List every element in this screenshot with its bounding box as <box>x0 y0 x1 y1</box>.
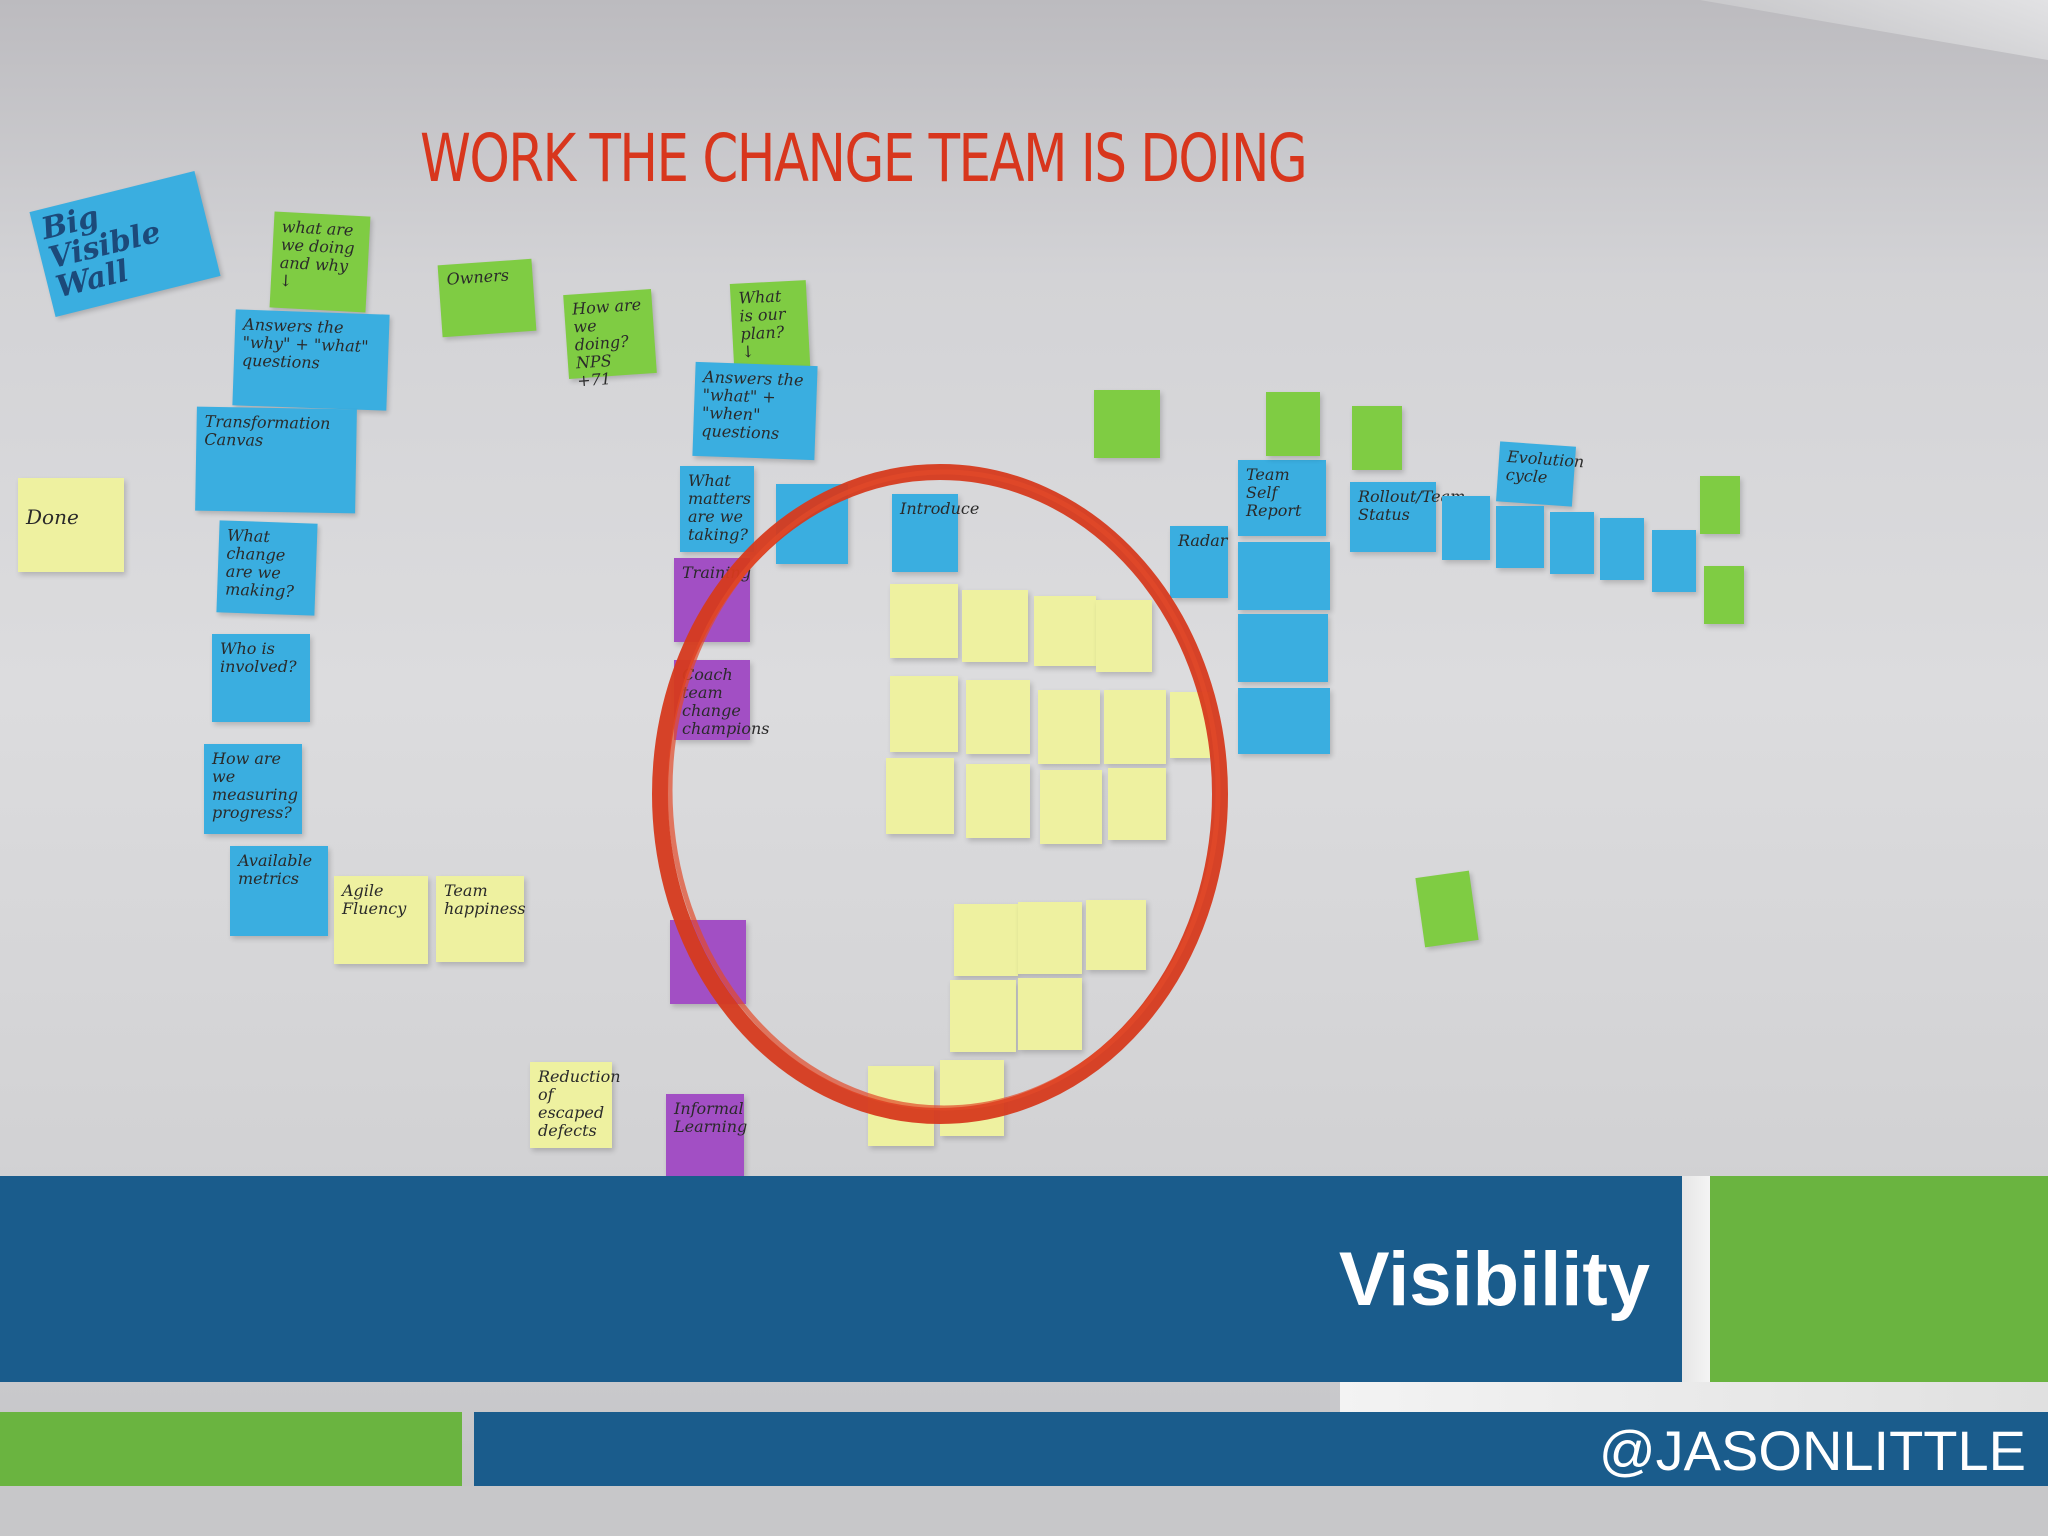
accent-square <box>1710 1176 2048 1382</box>
note-who-involved: Who is involved? <box>212 634 310 722</box>
headline: WORK THE CHANGE TEAM IS DOING <box>420 120 1308 197</box>
note-green-right-2 <box>1352 406 1402 470</box>
title-bar <box>0 1176 1682 1382</box>
note-evolution: Evolution cycle <box>1495 441 1585 507</box>
note-coach-change: Coach team change champions <box>674 660 769 740</box>
note-reduction-defects: Reduction of escaped defects <box>530 1062 621 1148</box>
desk-edge <box>1340 1382 2048 1412</box>
note-informal-learning: Informal Learning <box>666 1094 747 1176</box>
note-training: Training <box>674 558 751 642</box>
note-answers-what-when: Answers the "what" + "when" questions <box>692 361 818 461</box>
note-green-right-1 <box>1266 392 1320 456</box>
note-blue-r3 <box>1550 512 1594 574</box>
lower-accent-bar <box>0 1412 462 1486</box>
note-yellow-r2c3 <box>1038 690 1100 764</box>
note-yellow-r5c2 <box>1018 978 1082 1050</box>
note-radar-chart-2 <box>1238 614 1328 682</box>
note-yellow-r5c1 <box>950 980 1016 1052</box>
floor <box>0 1486 2048 1536</box>
note-owners: Owners <box>437 258 537 338</box>
note-yellow-r3c3 <box>1040 770 1102 844</box>
note-what-matters: What matters are we taking? <box>680 466 754 552</box>
note-yellow-r1c4 <box>1096 600 1152 672</box>
note-blue-r1 <box>1442 496 1490 560</box>
note-done: Done <box>18 478 124 572</box>
note-how-are-we-doing: How are we doing? NPS +71 <box>563 289 657 390</box>
note-radar-chart-1 <box>1238 542 1330 610</box>
note-yellow-r4c2 <box>1018 902 1082 974</box>
note-radar: Radar <box>1170 526 1228 598</box>
note-available-metrics: Available metrics <box>230 846 328 936</box>
note-green-lone <box>1415 870 1479 948</box>
note-transformation-canvas: Transformation Canvas <box>195 406 357 514</box>
note-yellow-r3c2 <box>966 764 1030 838</box>
note-blue-r2 <box>1496 506 1544 568</box>
note-yellow-r6c2 <box>940 1060 1004 1136</box>
note-what-are-we-doing: what are we doing and why ↓ <box>269 211 371 313</box>
note-yellow-r2c2 <box>966 680 1030 754</box>
note-what-change: What change are we making? <box>216 520 318 616</box>
note-answers-why-what: Answers the "why" + "what" questions <box>232 309 390 411</box>
note-team-self-report: Team Self Report <box>1238 460 1326 536</box>
note-what-is-our-plan: What is our plan? ↓ <box>729 280 811 370</box>
note-green-far-1 <box>1700 476 1740 534</box>
note-yellow-r1c1 <box>890 584 958 658</box>
handle-bar <box>474 1412 2048 1486</box>
note-rollout: Rollout/Team Status <box>1350 482 1465 552</box>
note-purple-3 <box>670 920 746 1004</box>
note-small-blue-1 <box>776 484 848 564</box>
note-yellow-r3c4 <box>1108 768 1166 840</box>
note-yellow-r4c3 <box>1086 900 1146 970</box>
note-green-mid <box>1094 390 1160 458</box>
note-blue-r5 <box>1652 530 1696 592</box>
note-yellow-r6c1 <box>868 1066 934 1146</box>
note-yellow-r2c4 <box>1104 690 1166 764</box>
note-yellow-r1c2 <box>962 590 1028 662</box>
note-yellow-r2c5 <box>1170 692 1210 758</box>
note-blue-r4 <box>1600 518 1644 580</box>
note-yellow-r3c1 <box>886 758 954 834</box>
note-how-measuring: How are we measuring progress? <box>204 744 302 834</box>
note-introduce: Introduce <box>892 494 979 572</box>
slide-title: Visibility <box>1338 1237 1650 1322</box>
note-yellow-r2c1 <box>890 676 958 752</box>
note-yellow-r1c3 <box>1034 596 1096 666</box>
author-handle: @JASONLITTLE <box>1598 1419 2026 1482</box>
note-agile-fluency: Agile Fluency <box>334 876 428 964</box>
background-photo-strip <box>1682 1176 1710 1382</box>
note-yellow-r4c1 <box>954 904 1018 976</box>
note-radar-chart-3 <box>1238 688 1330 754</box>
note-green-far-2 <box>1704 566 1744 624</box>
note-team-happiness: Team happiness <box>436 876 526 962</box>
